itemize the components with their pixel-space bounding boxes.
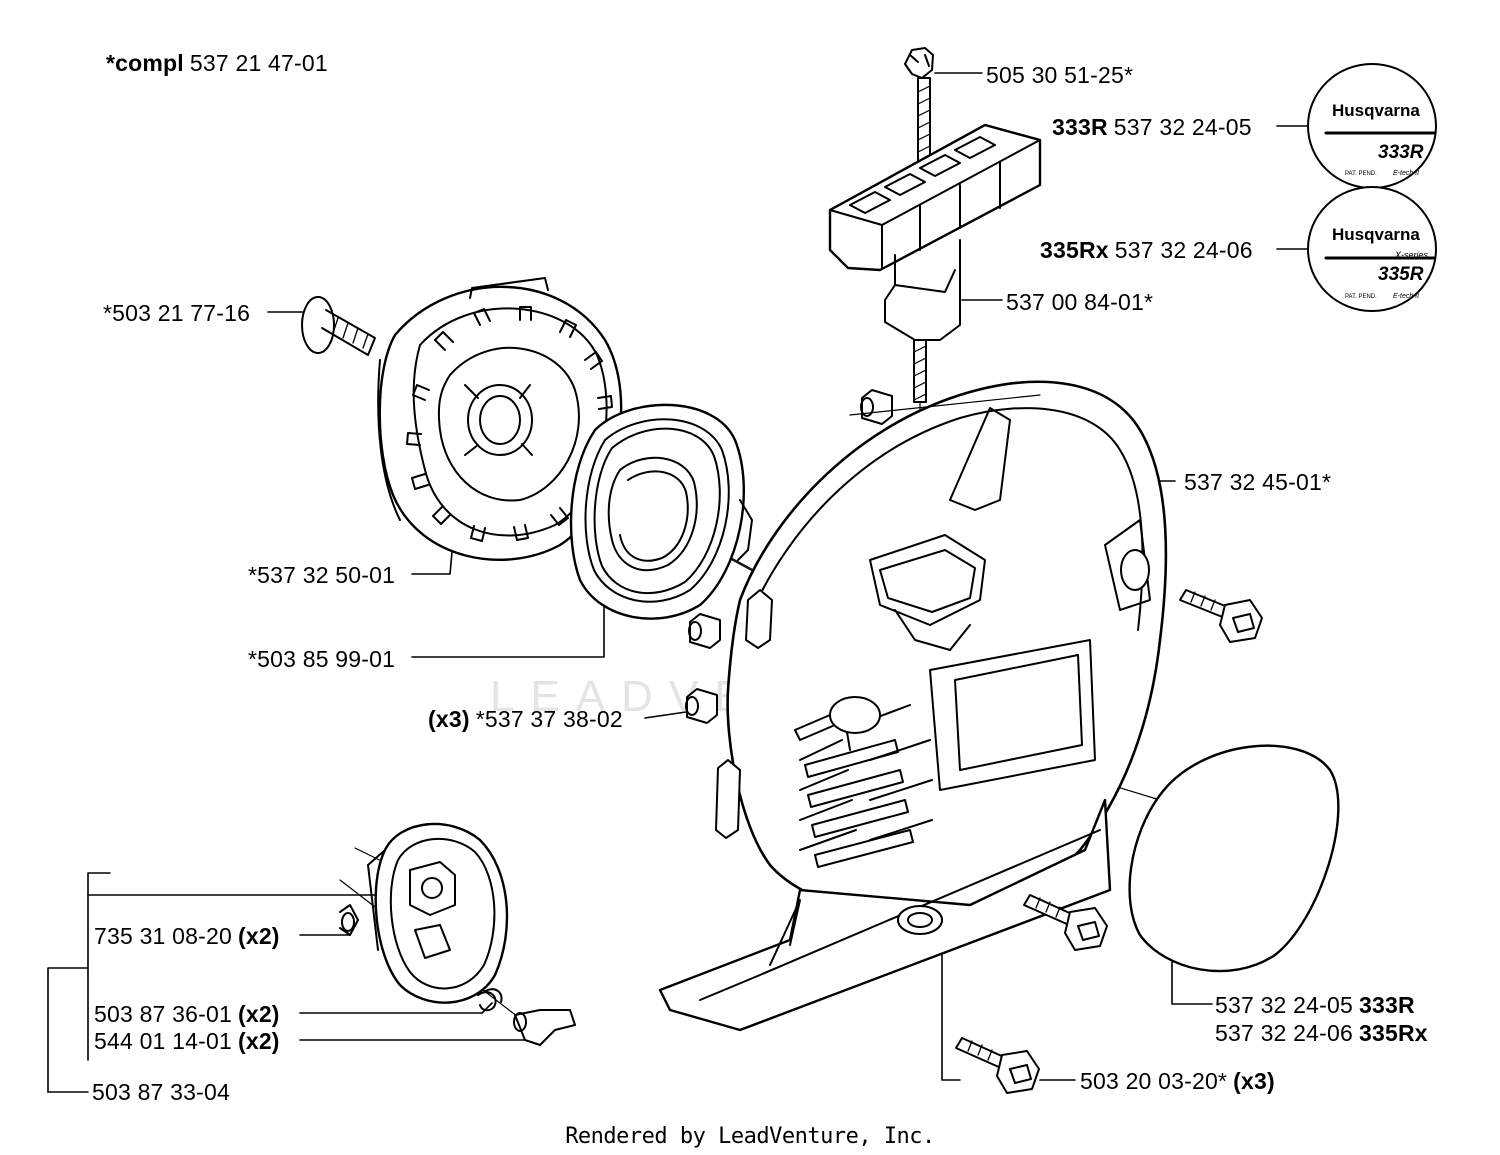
t-handle-part	[828, 123, 1042, 341]
screw-parts	[955, 589, 1263, 1094]
pulley-label: *537 32 50-01	[248, 562, 396, 588]
decal-tech: E-tech II	[1393, 170, 1419, 177]
rope-part	[904, 47, 934, 403]
compl-number: 537 21 47-01	[189, 50, 328, 76]
spring-label: *503 85 99-01	[248, 646, 396, 672]
handle-label: 537 00 84-01*	[1006, 289, 1154, 315]
decal-line1-number: 537 32 24-05	[1215, 992, 1353, 1018]
husqvarna-logo: Husqvarna	[1332, 225, 1420, 244]
decal-series: X-series	[1394, 250, 1429, 260]
decal-tech: E-tech II	[1393, 293, 1419, 300]
washer-qty: (x2)	[237, 923, 280, 949]
pawl-label: 544 01 14-01(x2)	[94, 1028, 280, 1054]
pawl-assembly-part	[339, 822, 576, 1046]
decal-pat: PAT. PEND.	[1345, 171, 1377, 177]
decal-335rx-text: Husqvarna X-series 335R PAT. PEND. E-tec…	[1332, 225, 1429, 300]
decal-pat: PAT. PEND.	[1345, 294, 1377, 300]
decal-model: 335R	[1378, 264, 1424, 285]
bottom-screw-label: 503 20 03-20*(x3)	[1080, 1068, 1275, 1094]
rope-label: 505 30 51-25*	[986, 62, 1134, 88]
decal-335rx	[1307, 186, 1437, 312]
bushing-number: *537 37 38-02	[475, 706, 623, 732]
decal-335rx-model: 335Rx	[1040, 237, 1109, 263]
center-screw-label: *503 21 77-16	[103, 300, 251, 326]
assembly-label: 503 87 33-04	[92, 1079, 230, 1105]
decal-333r-model: 333R	[1052, 114, 1108, 140]
housing-label: 537 32 45-01*	[1184, 469, 1332, 495]
decal-line2-model: 335Rx	[1358, 1020, 1428, 1046]
decal-333r-text: Husqvarna 333R PAT. PEND. E-tech II	[1332, 101, 1424, 177]
pawl-number: 544 01 14-01	[94, 1028, 232, 1054]
small-spring-number: 503 87 36-01	[94, 1001, 232, 1027]
decal-line1-model: 333R	[1358, 992, 1415, 1018]
footer-credit: Rendered by LeadVenture, Inc.	[565, 1124, 935, 1149]
pawl-qty: (x2)	[237, 1028, 280, 1054]
center-screw-part	[301, 296, 376, 356]
washer-number: 735 31 08-20	[94, 923, 232, 949]
compl-prefix: *compl	[106, 50, 184, 76]
bushing-parts	[685, 389, 893, 724]
small-spring-label: 503 87 36-01(x2)	[94, 1001, 280, 1027]
decal-disk-part	[1128, 744, 1340, 973]
starter-housing-part	[658, 380, 1168, 1032]
decal-model: 333R	[1378, 142, 1424, 163]
decal-line2-number: 537 32 24-06	[1215, 1020, 1353, 1046]
bottom-screw-number: 503 20 03-20*	[1080, 1068, 1228, 1094]
recoil-spring-part	[569, 403, 753, 620]
husqvarna-logo: Husqvarna	[1332, 101, 1420, 120]
pulley-part	[377, 277, 623, 562]
bushing-qty: (x3)	[428, 706, 470, 732]
small-spring-qty: (x2)	[237, 1001, 280, 1027]
washer-label: 735 31 08-20(x2)	[94, 923, 280, 949]
bushing-label: (x3)*537 37 38-02	[428, 706, 623, 732]
bottom-screw-qty: (x3)	[1233, 1068, 1275, 1094]
decal-333r-number: 537 32 24-05	[1113, 114, 1252, 140]
decal-335rx-number: 537 32 24-06	[1114, 237, 1253, 263]
